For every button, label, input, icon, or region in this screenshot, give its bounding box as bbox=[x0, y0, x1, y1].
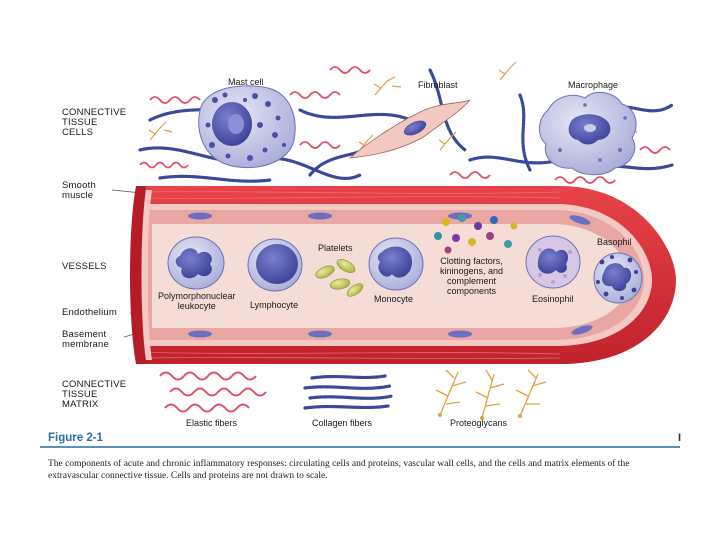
caption-line-2: extravascular connective tissue. Cells a… bbox=[48, 471, 328, 481]
figure-title: Figure 2-1 bbox=[48, 432, 103, 444]
label-basophil: Basophil bbox=[597, 237, 632, 247]
label-connective-tissue-cells: CONNECTIVE TISSUE CELLS bbox=[62, 107, 127, 138]
basophil bbox=[593, 252, 643, 304]
caption-line-1: The components of acute and chronic infl… bbox=[48, 459, 630, 469]
label-polymorphonuclear-leukocyte: Polymorphonuclear leukocyte bbox=[158, 291, 236, 311]
elastic-fibers-sample bbox=[159, 371, 267, 413]
label-lymphocyte: Lymphocyte bbox=[250, 300, 299, 310]
label-vessels: VESSELS bbox=[62, 261, 107, 272]
label-eosinophil: Eosinophil bbox=[532, 294, 574, 304]
label-platelets: Platelets bbox=[318, 243, 353, 253]
platelets bbox=[315, 259, 364, 297]
upper-proteoglycans bbox=[148, 61, 638, 151]
label-clotting-factors: Clotting factors, kininogens, and comple… bbox=[440, 256, 504, 296]
label-collagen-fibers: Collagen fibers bbox=[312, 418, 373, 428]
upper-elastic-fibers bbox=[139, 66, 671, 184]
label-smooth-muscle: Smooth muscle bbox=[62, 180, 96, 201]
macrophage bbox=[539, 91, 637, 176]
collagen-fibers-sample bbox=[303, 374, 394, 410]
label-macrophage: Macrophage bbox=[568, 80, 619, 90]
label-mast-cell: Mast cell bbox=[228, 77, 264, 87]
label-proteoglycans: Proteoglycans bbox=[450, 418, 508, 428]
label-basement-membrane: Basement membrane bbox=[62, 329, 110, 350]
mast-cell bbox=[198, 85, 296, 169]
eosinophil bbox=[525, 235, 581, 289]
polymorphonuclear-leukocyte bbox=[167, 236, 225, 290]
monocyte bbox=[368, 237, 424, 291]
figure-caption: The components of acute and chronic infl… bbox=[48, 458, 688, 482]
label-endothelium: Endothelium bbox=[62, 307, 118, 318]
label-elastic-fibers: Elastic fibers bbox=[186, 418, 238, 428]
fibroblast bbox=[348, 99, 471, 159]
page-mark: I bbox=[678, 432, 682, 444]
label-fibroblast: Fibroblast bbox=[418, 80, 458, 90]
label-connective-tissue-matrix: CONNECTIVE TISSUE MATRIX bbox=[62, 379, 127, 410]
clotting-factor-particles bbox=[434, 214, 518, 254]
lymphocyte bbox=[247, 238, 303, 292]
proteoglycans-sample bbox=[435, 369, 547, 420]
figure-title-rule bbox=[40, 446, 680, 448]
label-monocyte: Monocyte bbox=[374, 294, 414, 304]
